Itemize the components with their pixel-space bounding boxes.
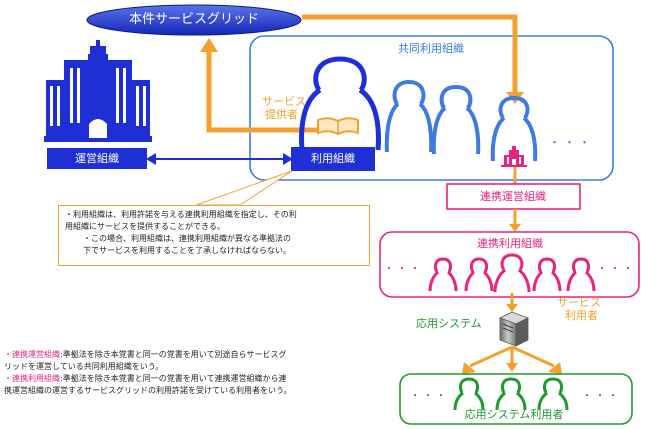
arrow-grid-to-member <box>302 14 518 92</box>
definition-body: :準拠法を除き本覚書と同一の覚書を用いて連携運営組織から連 <box>60 374 287 383</box>
note-pointer <box>195 170 293 206</box>
app-ellipsis-left: ・・・ <box>410 391 449 402</box>
definition-term: ・連携運営組織 <box>4 350 60 359</box>
member-person-icons <box>384 80 538 162</box>
partner-user-label: 連携利用組織 <box>477 237 543 250</box>
user-org-person-icon <box>299 56 381 151</box>
definition-cont: リッドを運営している共同利用組織をいう。 <box>4 362 164 371</box>
partner-user-box <box>379 231 640 298</box>
server-icon <box>499 311 529 347</box>
service-grid-ellipse <box>86 4 302 36</box>
arrow-provider-to-grid <box>206 52 318 133</box>
note-line: 用組織にサービスを提供することができる。 <box>65 222 225 231</box>
app-ellipsis-right: ・・・ <box>582 391 621 402</box>
provider-label-2: 提供者 <box>265 108 298 121</box>
app-system-arrows <box>469 345 555 368</box>
definition-cont: 携運営組織の運営するサービスグリッドの利用許諾を受けている利用者をいう。 <box>4 386 292 395</box>
service-user-label-2: 利用者 <box>565 309 598 322</box>
partner-operator-box <box>446 183 581 210</box>
note-line: ・利用組織は、利用許諾を与える連携利用組織を指定し、その利 <box>65 210 297 219</box>
app-system-label: 応用システム <box>416 317 482 330</box>
joint-use-label: 共同利用組織 <box>398 42 464 55</box>
service-user-label-1: サービス <box>557 296 601 309</box>
partner-ellipsis-left: ・・・ <box>384 264 423 275</box>
partner-person-icons <box>428 253 596 293</box>
user-org-box <box>291 147 375 171</box>
joint-use-ellipsis: ・・・ <box>549 136 594 149</box>
definition-body: :準拠法を除き本覚書と同一の覚書を用いて別途自らサービスグ <box>60 350 287 359</box>
book-icon <box>317 117 359 136</box>
app-user-person-icons <box>453 377 569 411</box>
note-line: ・この場合、利用組織は、連携利用組織が異なる準拠法の <box>83 234 291 243</box>
definition-term: ・連携利用組織 <box>4 374 60 383</box>
partner-ellipsis-right: ・・・ <box>597 264 636 275</box>
joint-use-box <box>249 35 614 181</box>
app-user-box <box>399 373 633 425</box>
service-grid-label: 本件サービスグリッド <box>128 12 260 27</box>
user-org-label: 利用組織 <box>311 152 355 165</box>
operator-label: 運営組織 <box>75 152 119 165</box>
partner-operator-label: 連携運営組織 <box>480 190 546 203</box>
provider-label-1: サービス <box>262 95 306 108</box>
note-callout: ・利用組織は、利用許諾を与える連携利用組織を指定し、その利 用組織にサービスを提… <box>58 205 370 266</box>
note-line: 下でサービスを利用することを了承しなければならない。 <box>83 246 291 255</box>
definitions: ・連携運営組織:準拠法を除き本覚書と同一の覚書を用いて別途自らサービスグ リッド… <box>4 349 384 397</box>
app-users-label: 応用システム利用者 <box>464 408 564 421</box>
operator-box <box>47 148 147 169</box>
